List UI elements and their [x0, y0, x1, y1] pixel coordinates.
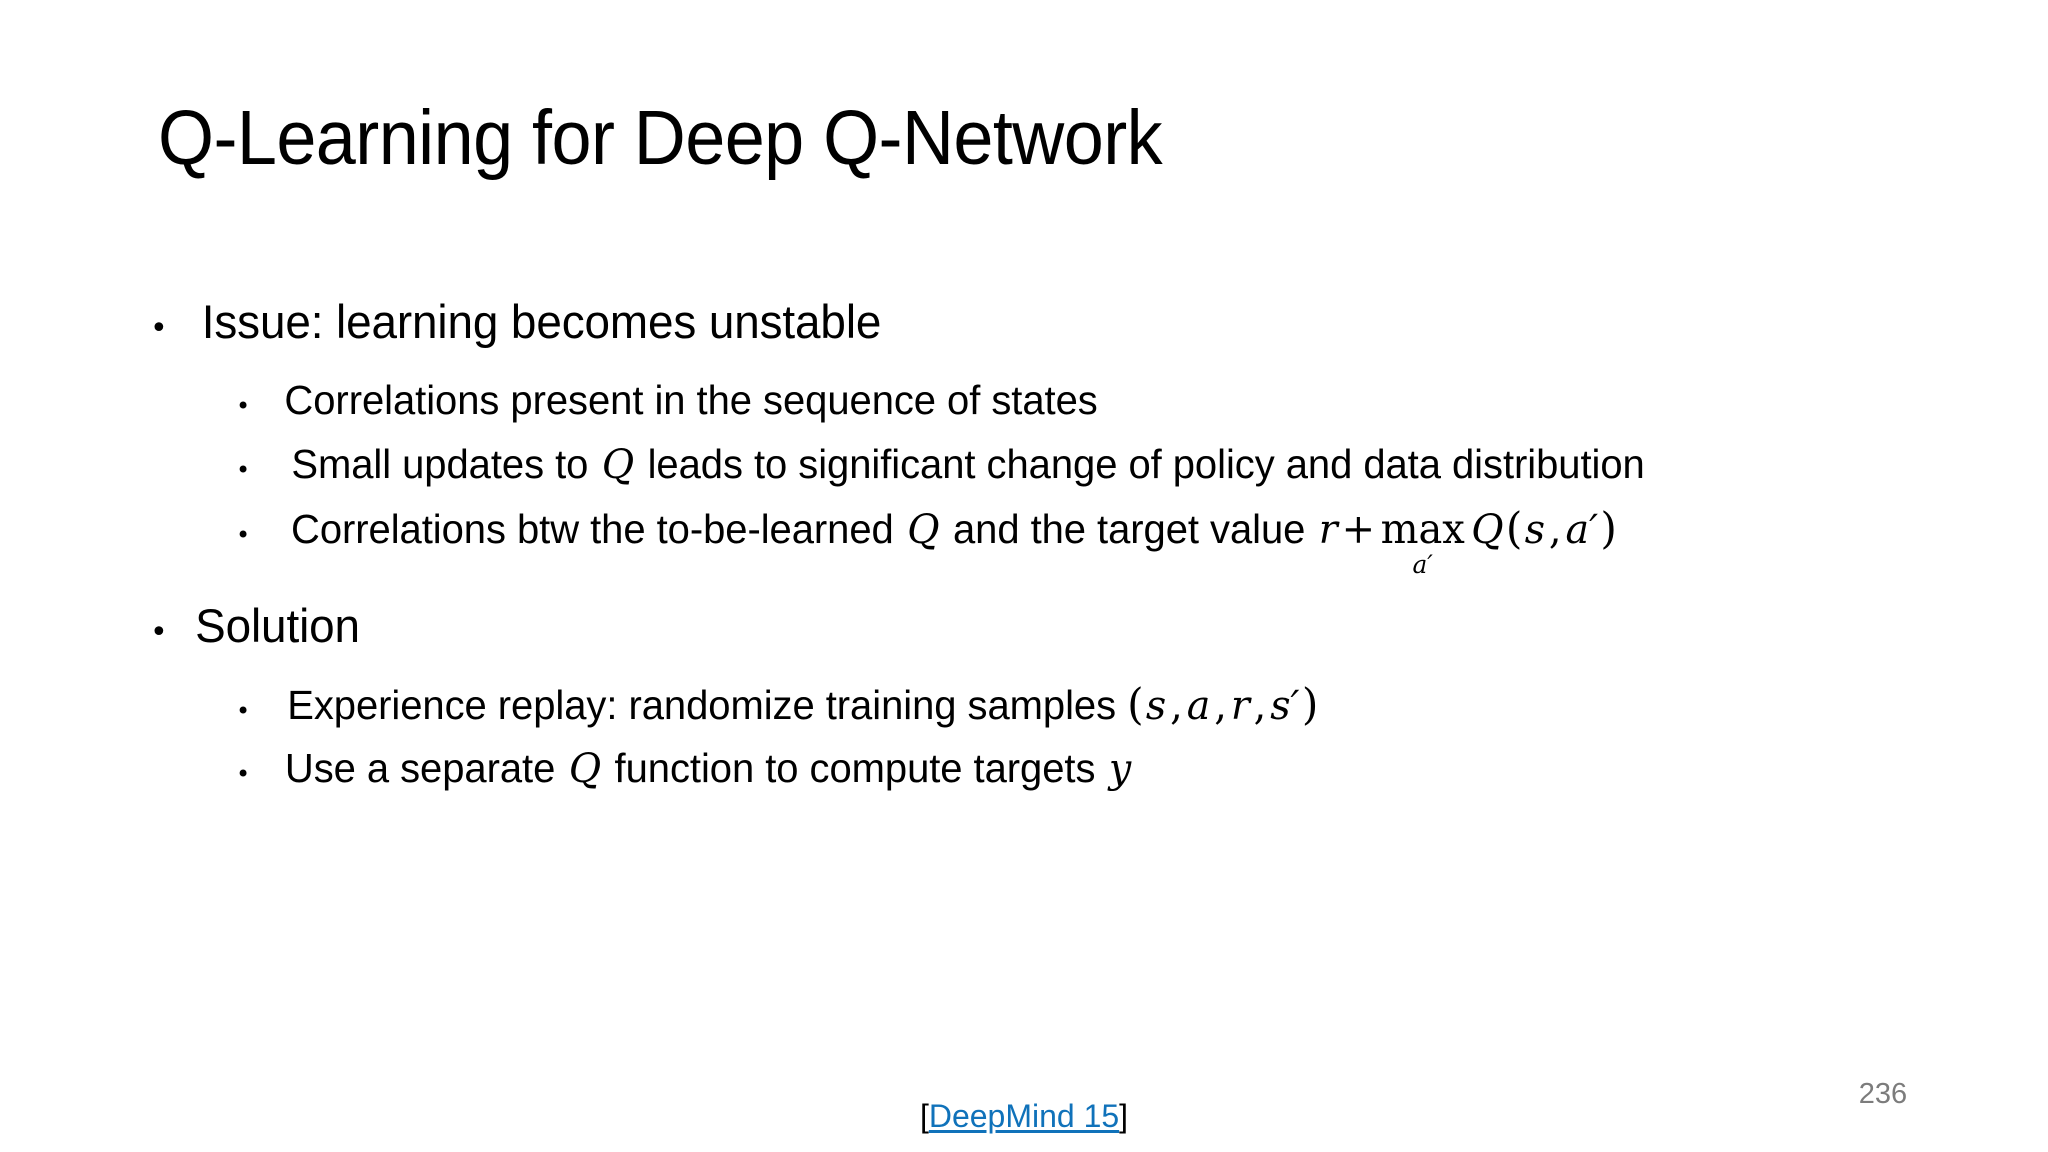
slide-body: • Issue: learning becomes unstable • Cor…: [150, 296, 1990, 810]
bullet-level1-issue: • Issue: learning becomes unstable: [150, 296, 1990, 362]
text-fragment: leads to significant change of policy an…: [636, 441, 1645, 487]
math-comma: ,: [1253, 681, 1267, 729]
math-symbol-a-prime: a′: [1565, 505, 1599, 553]
math-comma: ,: [1214, 681, 1227, 729]
bullet-glyph-icon: •: [236, 760, 251, 788]
math-symbol-a: a: [1186, 681, 1211, 729]
bullet-level2-small-updates-label: Small updates to Q leads to significant …: [291, 440, 1645, 488]
math-symbol-q: Q: [568, 744, 602, 792]
math-symbol-q: Q: [1471, 505, 1504, 553]
citation-open-bracket: [: [919, 1098, 929, 1134]
bullet-glyph-icon: •: [150, 615, 168, 650]
page-title: Q-Learning for Deep Q-Network: [158, 95, 1163, 181]
math-symbol-q: Q: [601, 440, 635, 488]
bullet-glyph-icon: •: [236, 392, 251, 420]
text-fragment: Experience replay: randomize training sa…: [287, 682, 1128, 728]
text-fragment: Use a separate: [284, 745, 567, 791]
footer-citation: [DeepMind 15]: [0, 1098, 2048, 1135]
bullet-level2-correlations-states-label: Correlations present in the sequence of …: [284, 377, 1098, 423]
bullet-level2-correlations-states: • Correlations present in the sequence o…: [236, 377, 1990, 442]
text-fragment: function to compute targets: [603, 745, 1107, 791]
bullet-level1-issue-label: Issue: learning becomes unstable: [201, 295, 882, 348]
bullet-glyph-icon: •: [236, 697, 251, 725]
bullet-level2-small-updates: • Small updates to Q leads to significan…: [236, 440, 1990, 506]
text-fragment: and the target value: [941, 506, 1317, 552]
citation-link-deepmind[interactable]: DeepMind 15: [928, 1098, 1120, 1134]
math-symbol-r: r: [1230, 681, 1250, 729]
math-open-paren: (: [1127, 680, 1144, 730]
formula-transition-tuple: (s,a,r,s′): [1127, 680, 1319, 730]
citation-close-bracket: ]: [1119, 1098, 1129, 1134]
math-symbol-q: Q: [907, 505, 940, 553]
bullet-level1-solution-label: Solution: [195, 599, 360, 652]
math-operator-plus: +: [1341, 505, 1376, 553]
math-comma: ,: [1170, 681, 1183, 729]
bullet-level2-correlations-target: • Correlations btw the to-be-learned Q a…: [236, 505, 1990, 577]
math-close-paren: ): [1301, 680, 1319, 730]
text-fragment: Small updates to: [291, 441, 600, 487]
bullet-level2-experience-replay-label: Experience replay: randomize training sa…: [287, 680, 1319, 730]
math-operator-max-label: max: [1380, 505, 1465, 553]
math-symbol-s: s: [1524, 505, 1545, 553]
math-operator-max-limit: a′: [1412, 549, 1433, 579]
bullet-level2-separate-q-label: Use a separate Q function to compute tar…: [284, 744, 1134, 792]
math-symbol-y: y: [1108, 744, 1132, 792]
text-fragment: Correlations btw the to-be-learned: [290, 506, 905, 552]
bullet-glyph-icon: •: [150, 311, 168, 346]
math-symbol-s-prime: s′: [1270, 681, 1300, 729]
bullet-level2-correlations-target-label: Correlations btw the to-be-learned Q and…: [290, 504, 1617, 577]
math-symbol-r: r: [1318, 505, 1338, 553]
bullet-glyph-icon: •: [236, 521, 251, 549]
slide-page-number: 236: [1858, 1078, 1908, 1110]
text-fragment: Correlations present in the sequence of …: [284, 377, 1098, 423]
bullet-level2-experience-replay: • Experience replay: randomize training …: [236, 680, 1990, 746]
bullet-glyph-icon: •: [236, 456, 251, 484]
math-open-paren: (: [1505, 504, 1523, 554]
bullet-level1-solution: • Solution: [150, 600, 1990, 666]
bullet-level2-separate-q: • Use a separate Q function to compute t…: [236, 744, 1990, 810]
math-close-paren: ): [1600, 504, 1617, 554]
math-symbol-s: s: [1145, 681, 1167, 729]
math-comma: ,: [1548, 505, 1562, 553]
